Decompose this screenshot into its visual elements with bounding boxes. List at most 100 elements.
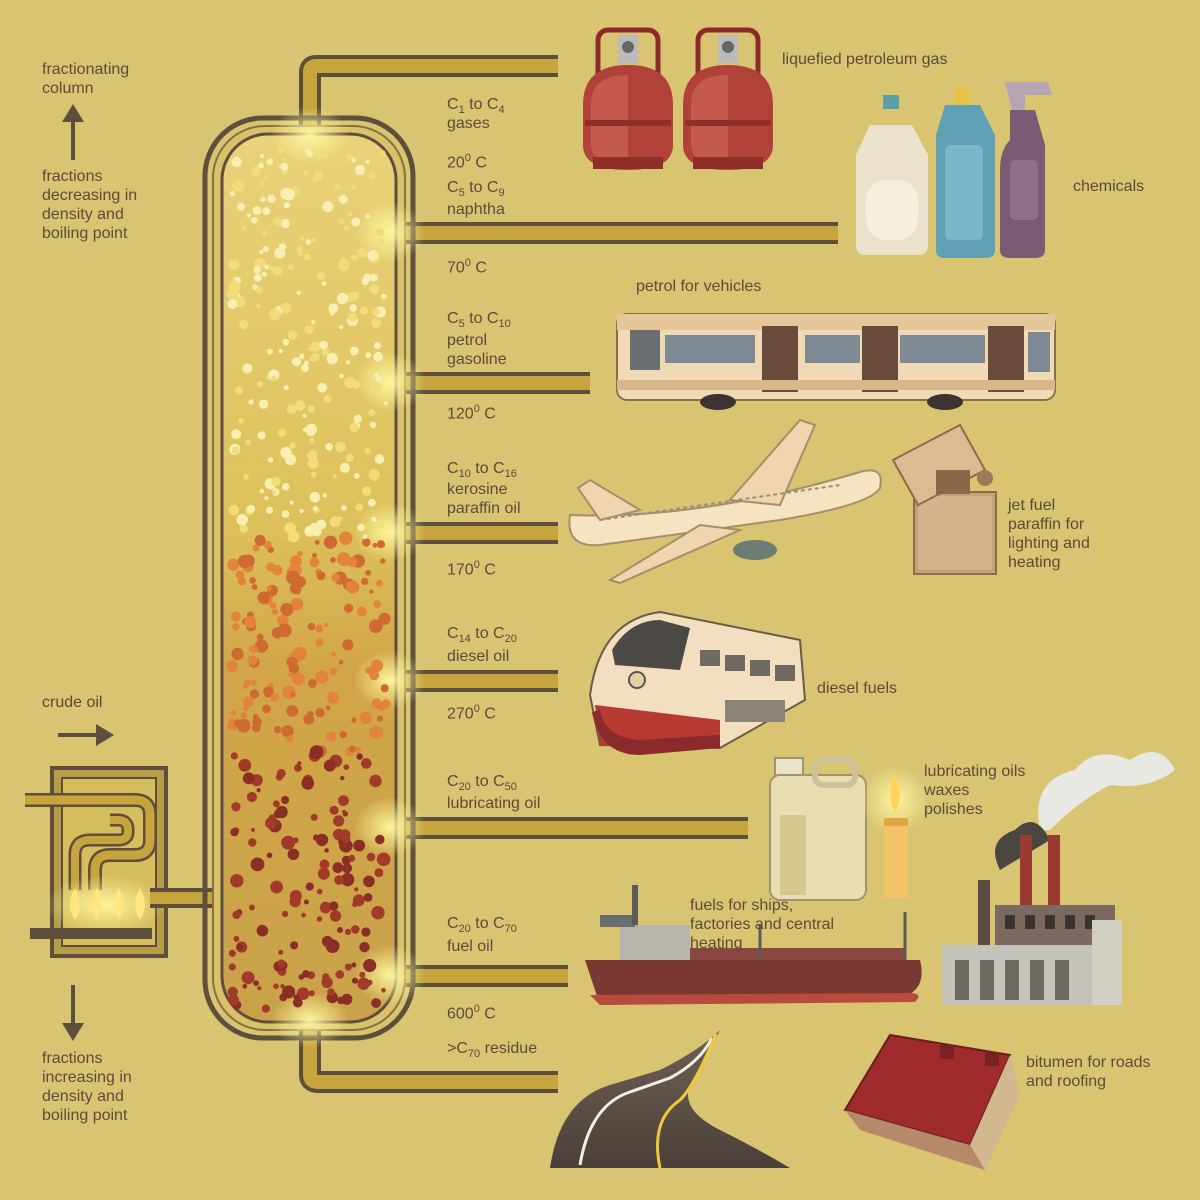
bubble [309,745,324,759]
bubble [280,602,294,617]
bubble [344,928,352,936]
bubble [231,429,242,440]
bubble [371,998,381,1008]
bubble [349,422,360,433]
bubble [302,427,307,432]
bubble [381,988,386,993]
bubble [345,152,353,160]
bubble [312,177,317,182]
bubble [351,977,359,984]
bubble [331,573,340,582]
fraction-2-name: naphtha [447,201,505,218]
decreasing-fractions-label: fractions decreasing in density and boil… [42,168,138,242]
bubble [256,303,261,309]
bubble [314,539,320,545]
bubble [299,236,305,242]
bubble [236,514,248,526]
bubble [297,550,303,557]
bubble [363,958,377,973]
bubble [246,791,257,803]
bubble [328,901,339,911]
bubble [282,483,290,491]
bubble [348,211,353,217]
bubble [305,882,314,891]
bubble [230,752,238,760]
bubble [281,510,290,518]
bubble [310,813,318,821]
bubble [338,194,348,204]
temperature-6: 6000 C [447,1003,496,1023]
bubble [280,162,289,171]
bubble [271,375,277,381]
bubble [296,290,302,296]
bubble [231,446,240,455]
bubble [338,659,344,665]
bubble [362,538,371,547]
bubble [250,679,258,686]
bubble [246,213,252,218]
bubble [282,338,290,346]
bubble [264,690,272,698]
bubble [375,834,385,845]
bubble [295,151,303,159]
bubble [266,586,272,592]
bubble [367,249,379,261]
bubble [258,399,269,409]
bubble [357,247,368,258]
bubble [323,535,338,549]
bubble [256,788,261,793]
bubble [272,265,283,276]
bubble [296,245,304,253]
bubble [255,286,263,294]
bubble [283,201,290,209]
bubble [357,977,370,990]
bubble [342,639,354,651]
bubble [326,731,337,743]
bubble [354,746,362,754]
bubble [311,320,316,325]
bubble [235,386,244,395]
bubble [363,875,375,888]
bubble [277,623,292,638]
bubble [238,758,252,772]
bubble [230,828,239,837]
candle-image [860,765,930,898]
bubble [368,171,377,180]
bubble [363,893,373,902]
bubble [353,414,362,423]
bubble [294,400,306,411]
bubble [308,990,315,997]
bubble [349,745,356,753]
bubble [264,175,269,179]
bubble [355,503,364,512]
bus-image [616,313,1056,410]
bubble [319,901,332,914]
residue-label: >C70 residue [447,1040,538,1061]
fraction-4-name: kerosine paraffin oil [447,481,521,517]
bubble [259,249,264,255]
bubble [356,753,363,760]
bubble [339,462,350,473]
bubble [351,717,357,723]
bubble [287,330,298,340]
bubble [267,194,276,203]
bubble [354,164,366,175]
bubble [281,910,289,918]
bubble [362,534,368,540]
bubble [269,601,277,609]
bubble [236,944,244,951]
bubble [310,471,317,478]
bubble [380,558,386,564]
bubble [341,834,351,844]
bubble [314,170,324,181]
bubble [271,490,276,495]
bubble [373,341,382,350]
bubble [296,987,310,1000]
bubble [335,970,345,979]
gas-cylinders-image [583,27,773,170]
bubble [328,306,337,315]
bubble [343,225,350,232]
fraction-4-formula: C10 to C16 [447,460,517,481]
bubble [351,380,361,389]
bubble [332,474,338,479]
